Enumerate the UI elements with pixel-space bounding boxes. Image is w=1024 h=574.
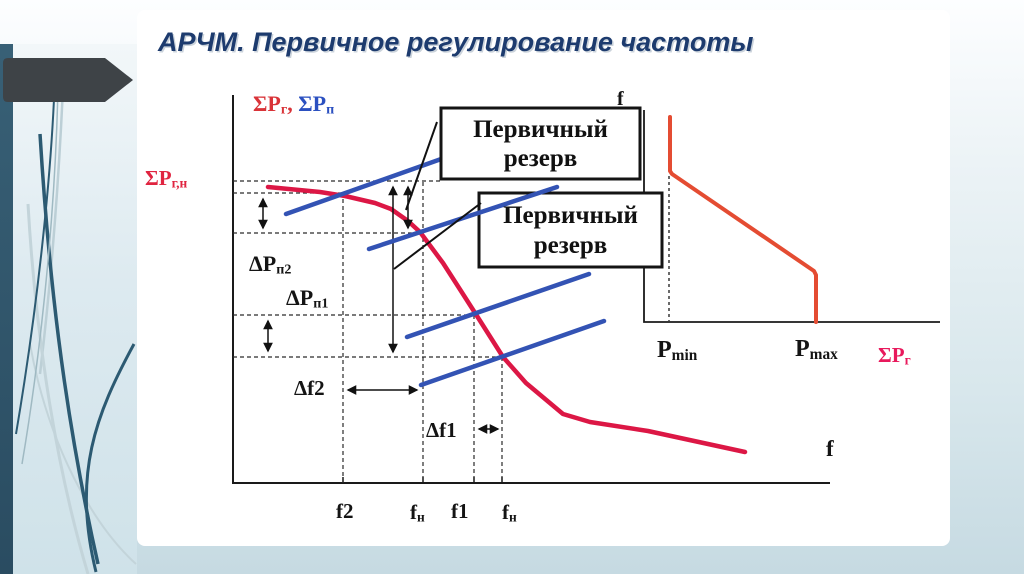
decor-curves (15, 63, 137, 574)
edge-accent-bar (0, 44, 13, 574)
delta-f1-label: Δf1 (426, 418, 457, 442)
delta-p1-label: ΔPп1 (286, 285, 329, 312)
nominal-generation-label: ΣPг,н (145, 166, 188, 191)
x-tick-f2: f2 (336, 499, 354, 523)
load-line-4 (418, 318, 607, 388)
load-line-1 (283, 155, 447, 217)
load-line-2 (366, 184, 560, 252)
x-tick-fn-1: fн (410, 500, 425, 525)
p-max-label: Pmax (795, 336, 838, 363)
left-x-axis-label: f (826, 436, 834, 461)
dashed-guides (233, 180, 503, 483)
right-capacity-curve (668, 115, 818, 324)
x-tick-fn-2: fн (502, 500, 517, 525)
right-y-axis-label: f (617, 88, 624, 110)
callout-leader-lines (393, 121, 482, 270)
delta-p2-label: ΔPп2 (249, 251, 292, 278)
x-tick-f1: f1 (451, 499, 469, 523)
right-x-axis-label: ΣPг (878, 343, 911, 368)
primary-reserve-box-1 (439, 106, 642, 181)
generation-droop-curve (265, 184, 748, 455)
measure-arrows (258, 185, 500, 434)
arrow-tag-shape (2, 57, 134, 108)
right-plot-axes (643, 110, 940, 323)
load-line-3 (404, 271, 592, 340)
p-min-label: Pmin (657, 337, 698, 364)
slide-title: АРЧМ. Первичное регулирование частоты (158, 27, 754, 57)
delta-f2-label: Δf2 (294, 376, 325, 400)
y-axis-label-composite: ΣPг, ΣPп (253, 91, 335, 118)
primary-reserve-box-2 (477, 191, 664, 269)
left-decor-panel (0, 44, 137, 574)
